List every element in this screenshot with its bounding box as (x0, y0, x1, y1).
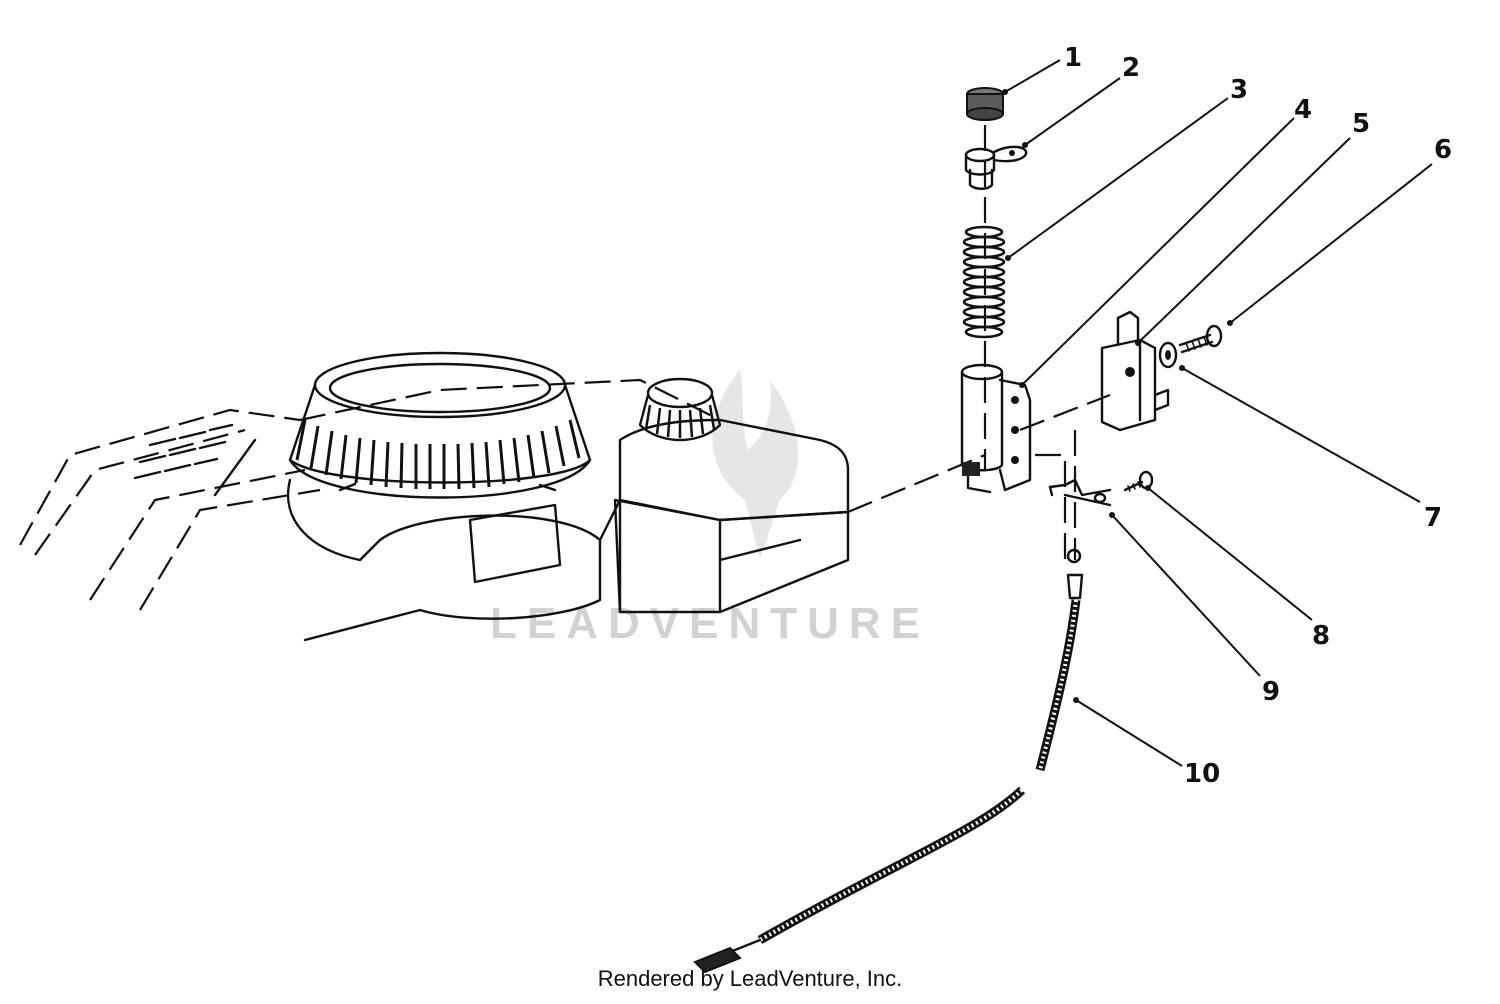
fuel-cap (646, 377, 714, 409)
callout-7: 7 (1424, 503, 1442, 533)
callout-9: 9 (1262, 677, 1280, 707)
callout-3: 3 (1230, 75, 1248, 105)
part-3-spring (962, 225, 1006, 339)
vent-slots (133, 423, 257, 497)
watermark: LEADVENTURE (490, 370, 930, 648)
part-5-switch-block (1100, 310, 1170, 432)
recoil-starter (288, 351, 592, 499)
part-2-lever (964, 145, 1028, 190)
callout-4: 4 (1294, 95, 1312, 125)
part-7-washer (1158, 341, 1178, 369)
part-6-screw (1178, 324, 1223, 354)
callout-6: 6 (1434, 135, 1452, 165)
callout-2: 2 (1122, 53, 1140, 83)
part-9-cable-clamp (1048, 478, 1112, 507)
fuel-tank (613, 377, 850, 614)
name-plate (468, 503, 562, 584)
part-10-control-cable (693, 548, 1084, 974)
engine-housing (19, 378, 721, 642)
callout-5: 5 (1352, 109, 1370, 139)
leader-lines (1002, 59, 1433, 767)
render-credit: Rendered by LeadVenture, Inc. (597, 966, 903, 991)
callout-8: 8 (1312, 621, 1330, 651)
watermark-text: LEADVENTURE (490, 599, 930, 648)
callout-10: 10 (1184, 759, 1220, 789)
callout-1: 1 (1064, 43, 1082, 73)
part-1-knob (966, 87, 1004, 121)
